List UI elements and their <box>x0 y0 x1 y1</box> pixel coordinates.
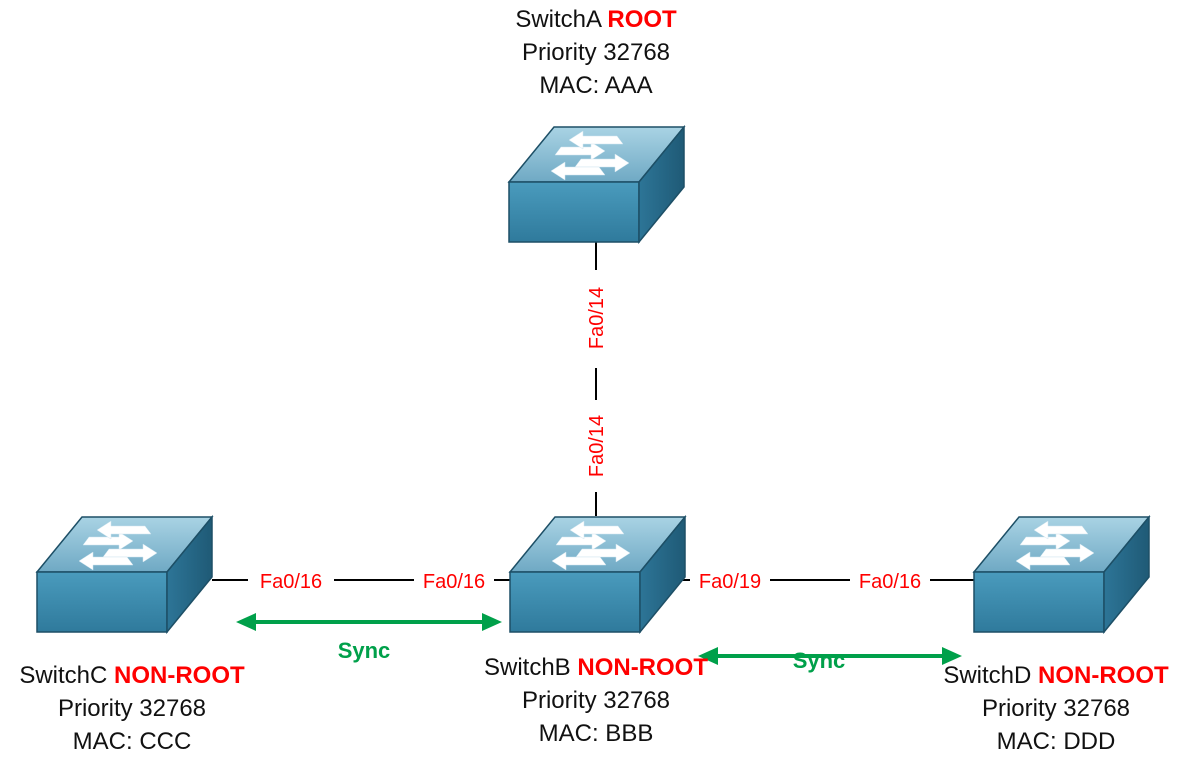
switch-c-name: SwitchC <box>19 662 108 689</box>
switch-a-name: SwitchA <box>515 6 601 33</box>
sync-arrow-c-b <box>236 613 502 631</box>
switch-a-title: SwitchA ROOT <box>496 3 696 36</box>
switch-a-priority: Priority 32768 <box>521 39 671 66</box>
switch-b-name: SwitchB <box>483 654 571 681</box>
switch-c-role: NON-ROOT <box>114 662 245 689</box>
links-layer <box>212 238 976 581</box>
switch-d-priority: Priority 32768 <box>981 695 1131 722</box>
port-label-b-fa014: Fa0/14 <box>586 415 608 477</box>
switch-d-icon <box>973 516 1150 633</box>
switch-c-title: SwitchC NON-ROOT <box>0 659 264 692</box>
switch-a-mac: MAC: AAA <box>539 72 653 99</box>
switch-b-priority: Priority 32768 <box>521 687 671 714</box>
switch-c-icon <box>36 516 213 633</box>
switch-d-name: SwitchD <box>943 662 1032 689</box>
switch-b-icon <box>509 516 686 633</box>
port-label-b-fa019: Fa0/19 <box>699 571 761 593</box>
switch-a-label: SwitchA ROOT Priority 32768 MAC: AAA <box>496 3 696 102</box>
switch-d-title: SwitchD NON-ROOT <box>920 659 1192 692</box>
switch-d-label: SwitchD NON-ROOT Priority 32768 MAC: DDD <box>920 659 1192 758</box>
sync-label-b-d: Sync <box>793 648 846 673</box>
switch-b-role: NON-ROOT <box>577 654 709 681</box>
switch-c-priority: Priority 32768 <box>57 695 207 722</box>
port-label-c-fa016: Fa0/16 <box>260 571 322 593</box>
sync-arrow-b-d <box>698 647 962 665</box>
switch-a-role: ROOT <box>607 6 677 33</box>
switch-b-title: SwitchB NON-ROOT <box>446 651 746 684</box>
port-label-a-fa014: Fa0/14 <box>586 287 608 349</box>
switch-c-mac: MAC: CCC <box>72 728 192 755</box>
switch-a-icon <box>508 126 685 243</box>
port-label-d-fa016: Fa0/16 <box>859 571 921 593</box>
switch-d-role: NON-ROOT <box>1038 662 1169 689</box>
sync-label-c-b: Sync <box>338 638 391 663</box>
switch-b-label: SwitchB NON-ROOT Priority 32768 MAC: BBB <box>446 651 746 750</box>
switch-d-mac: MAC: DDD <box>996 728 1116 755</box>
switch-c-label: SwitchC NON-ROOT Priority 32768 MAC: CCC <box>0 659 264 758</box>
switch-b-mac: MAC: BBB <box>538 720 654 747</box>
port-label-b-fa016: Fa0/16 <box>423 571 485 593</box>
